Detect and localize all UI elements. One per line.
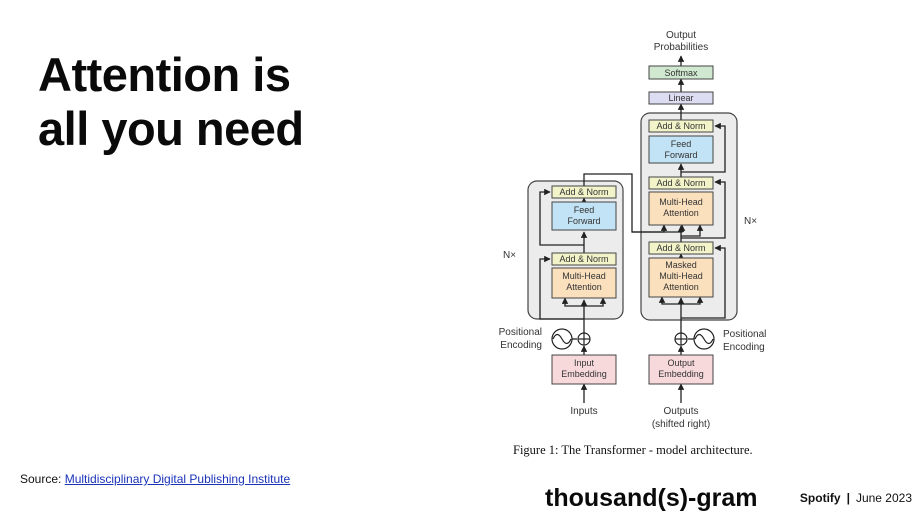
decoder-feed-forward-label-1: Feed: [671, 139, 692, 149]
encoder-feed-forward: [551, 201, 617, 231]
decoder-positional-label-1: Positional: [723, 329, 766, 340]
input-embedding-label-1: Input: [574, 358, 595, 368]
encoder-positional-label-1: Positional: [499, 327, 542, 338]
encoder-mha-label-1: Multi-Head: [562, 271, 606, 281]
output-embedding-label-1: Output: [667, 358, 695, 368]
footer: Spotify | June 2023: [800, 491, 912, 505]
footer-date: June 2023: [855, 491, 912, 505]
outputs-label-1: Outputs: [663, 406, 698, 417]
output-embedding-label-2: Embedding: [658, 369, 704, 379]
input-embedding-label-2: Embedding: [561, 369, 607, 379]
encoder-feed-forward-label-2: Forward: [567, 216, 600, 226]
linear-label: Linear: [668, 93, 693, 103]
decoder-masked-label-3: Attention: [663, 282, 699, 292]
encoder-add-norm-1: [551, 252, 617, 266]
decoder-add-norm-3-label: Add & Norm: [656, 121, 705, 131]
input-embedding-box: [551, 354, 617, 385]
encoder-add-norm-2: [551, 185, 617, 199]
output-probabilities-label-2: Probabilities: [654, 42, 708, 53]
softmax-label: Softmax: [664, 68, 698, 78]
output-embedding-box: [648, 354, 714, 385]
decoder-add-icon: [674, 332, 688, 346]
decoder-feed-forward: [648, 135, 714, 164]
decoder-add-norm-1: [648, 241, 714, 255]
source-line: Source: Multidisciplinary Digital Publis…: [20, 472, 290, 486]
source-prefix: Source:: [20, 472, 65, 486]
slide-title: Attention is all you need: [38, 48, 304, 156]
decoder-feed-forward-label-2: Forward: [664, 150, 697, 160]
company-name: Spotify: [799, 491, 841, 505]
decoder-add-norm-2-label: Add & Norm: [656, 178, 705, 188]
decoder-mha-label-1: Multi-Head: [659, 197, 703, 207]
title-line-1: Attention is: [38, 48, 291, 101]
encoder-positional-encoding-icon: [551, 328, 573, 350]
footer-separator: |: [846, 491, 850, 505]
encoder-positional-label-2: Encoding: [500, 340, 542, 351]
title-line-2: all you need: [38, 102, 304, 155]
softmax-box: [648, 65, 714, 80]
decoder-add-norm-1-label: Add & Norm: [656, 243, 705, 253]
encoder-add-norm-2-label: Add & Norm: [559, 187, 608, 197]
encoder-feed-forward-label-1: Feed: [574, 205, 595, 215]
figure-caption: Figure 1: The Transformer - model archit…: [513, 443, 753, 457]
output-probabilities-label-1: Output: [666, 30, 696, 41]
decoder-mha-label-2: Attention: [663, 208, 699, 218]
encoder-multi-head-attention: [551, 267, 617, 299]
decoder-add-norm-2: [648, 176, 714, 190]
inputs-label: Inputs: [570, 406, 597, 417]
decoder-masked-label-1: Masked: [665, 260, 697, 270]
outputs-label-2: (shifted right): [652, 419, 710, 430]
encoder-add-icon: [577, 332, 591, 346]
decoder-multi-head-attention: [648, 191, 714, 226]
encoder-nx-label: N×: [503, 250, 516, 261]
source-link[interactable]: Multidisciplinary Digital Publishing Ins…: [64, 472, 291, 486]
decoder-positional-label-2: Encoding: [723, 342, 765, 353]
encoder-add-norm-1-label: Add & Norm: [559, 254, 608, 264]
encoder-mha-label-2: Attention: [566, 282, 602, 292]
brand-wordmark: thousand(s)-gram: [545, 484, 758, 512]
decoder-masked-attention: [648, 257, 714, 298]
decoder-nx-label: N×: [744, 216, 757, 227]
decoder-masked-label-2: Multi-Head: [659, 271, 703, 281]
decoder-add-norm-3: [648, 119, 714, 133]
decoder-positional-encoding-icon: [693, 328, 715, 350]
linear-box: [648, 91, 714, 105]
